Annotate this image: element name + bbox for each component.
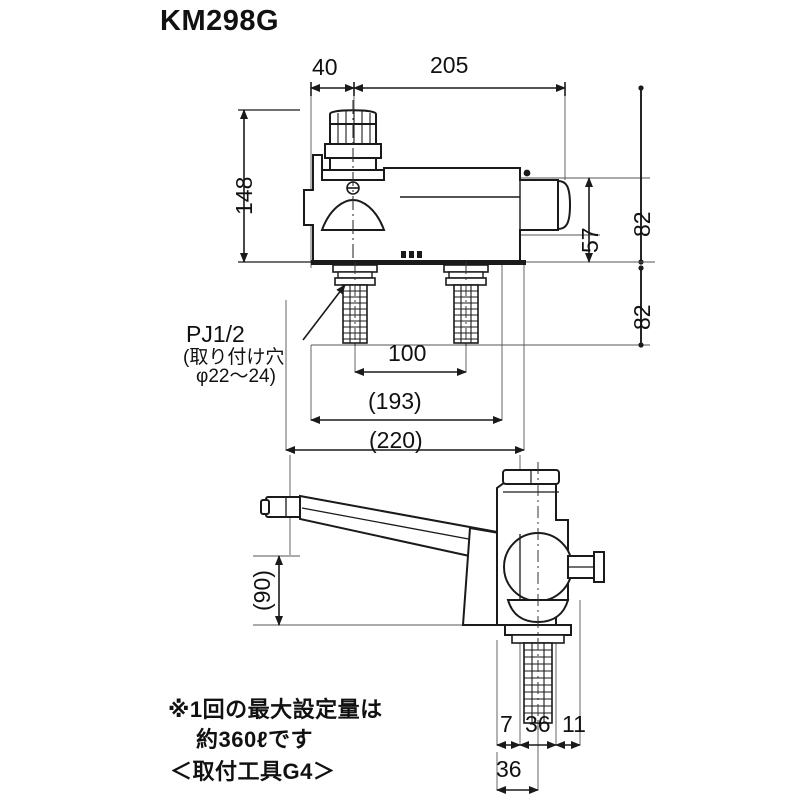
faucet-front-elevation: [321, 109, 385, 181]
dimension-205: 205: [430, 52, 469, 78]
dimension-148: [238, 109, 311, 263]
deck-plate: [311, 260, 526, 265]
callout-mounting-hole: (取り付け穴: [183, 347, 285, 368]
dimension-100: 100: [388, 340, 427, 366]
dimension-7: 7: [500, 711, 513, 737]
dimension-36: 36: [525, 711, 551, 737]
side-bottom-dimension-chain: [496, 741, 581, 794]
dimension-82-upper: 82: [629, 211, 655, 237]
stem-screw: [346, 181, 360, 195]
lever-handle: [260, 494, 498, 564]
dimension-220: (220): [369, 427, 423, 453]
dimension-57: 57: [577, 227, 603, 253]
side-top-cap: [502, 469, 560, 485]
dimension-36-lower: 36: [496, 756, 522, 782]
dimension-90: (90): [249, 570, 275, 611]
spout-detail-lines: [400, 168, 531, 230]
deck-marking: [401, 251, 422, 258]
note-text-1: 1回の最大設定量は: [189, 697, 383, 722]
spout-end: [557, 179, 572, 231]
dimension-148: 148: [231, 176, 257, 215]
note-max-volume-line2: 約360ℓです: [196, 727, 313, 752]
page-title: KM298G: [160, 5, 280, 37]
pj-callout-leader: [302, 284, 346, 341]
dimension-11: 11: [562, 711, 586, 737]
callout-pj-thread: PJ1/2: [186, 321, 245, 347]
dimension-40: 40: [312, 54, 338, 80]
top-dimension-chain: [310, 82, 566, 96]
note-install-tool: ＜取付工具G4＞: [170, 759, 336, 784]
note-mark: ※: [168, 697, 190, 722]
note-max-volume-line1: ※1回の最大設定量は: [168, 698, 383, 721]
dimension-82-lower: 82: [629, 304, 655, 330]
right-dimensions: [585, 85, 655, 348]
callout-hole-diameter: φ22〜24): [196, 366, 276, 387]
dimension-193: (193): [368, 388, 422, 414]
